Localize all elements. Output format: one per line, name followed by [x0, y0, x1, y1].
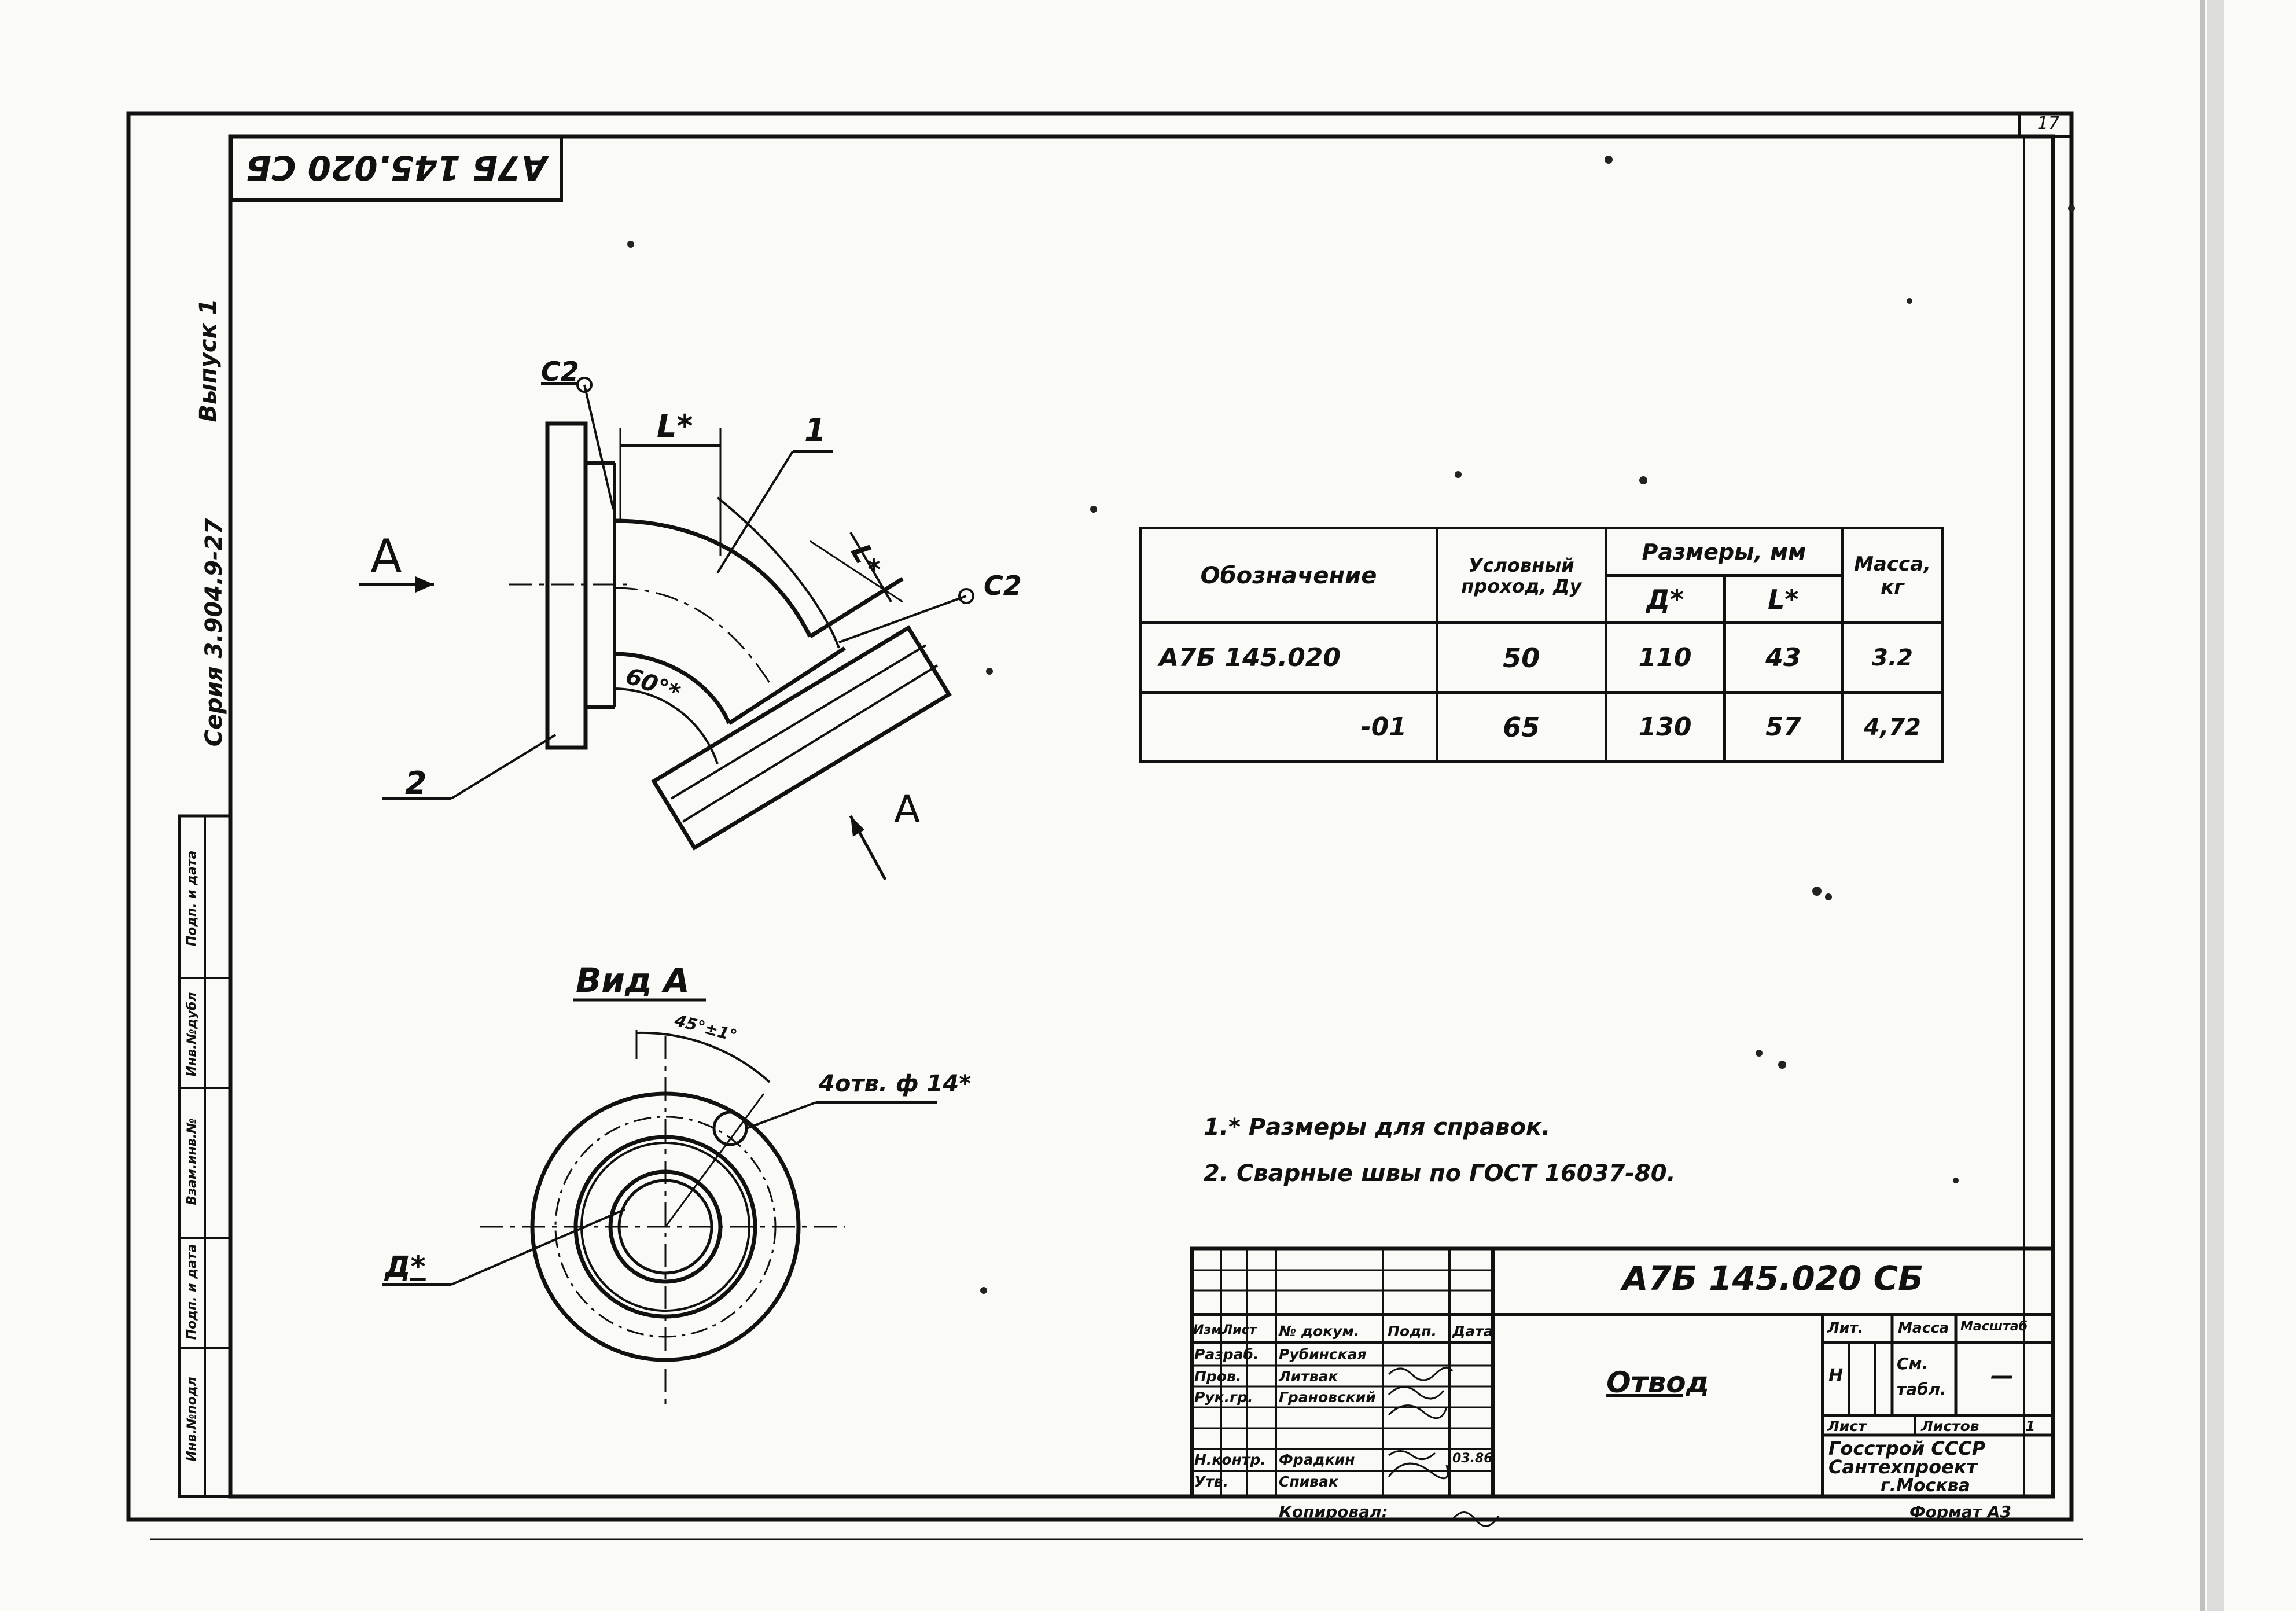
- mass-label: Масса: [1898, 1319, 1949, 1336]
- person-1: Литвак: [1279, 1368, 1338, 1385]
- header-d: Д*: [1604, 574, 1726, 624]
- weld-c2-right: С2: [984, 570, 1022, 601]
- sheet-label: Лист: [1827, 1418, 1867, 1435]
- spec-table: Обозначение Условный проход, Ду Размеры,…: [1139, 527, 1944, 763]
- arrow-a-right-label: А: [894, 787, 921, 832]
- lit-value: Н: [1828, 1366, 1844, 1386]
- col-header-list: Лист: [1222, 1323, 1257, 1337]
- archive-label-2: Взам.инв.№: [185, 1118, 200, 1205]
- lit-label: Лит.: [1827, 1319, 1864, 1336]
- sheet-outer-frame: [126, 111, 2074, 1522]
- header-sizes: Размеры, мм: [1604, 527, 1844, 577]
- header-designation: Обозначение: [1139, 527, 1438, 624]
- right-flange: [651, 625, 952, 851]
- person-4: Фрадкин: [1279, 1451, 1355, 1468]
- title-name: Отвод: [1606, 1366, 1709, 1399]
- title-block-frame: [1190, 1246, 2055, 1499]
- part-2-label: 2: [405, 765, 427, 801]
- holes-label: 4отв. ф 14*: [819, 1071, 972, 1097]
- header-mass: Масса, кг: [1841, 527, 1944, 624]
- sheets-value: 1: [2025, 1418, 2036, 1435]
- org-line-1: Госстрой СССР: [1828, 1437, 1986, 1459]
- dim-l-top: L*: [657, 408, 693, 444]
- dim-d-label: Д*: [385, 1250, 426, 1283]
- angle-arc: [614, 687, 719, 764]
- role-5: Утв.: [1194, 1473, 1229, 1490]
- format-label: Формат А3: [1909, 1502, 2011, 1521]
- copied-label: Копировал:: [1279, 1502, 1388, 1521]
- role-0: Разраб.: [1194, 1346, 1259, 1363]
- sheet-corner-number: 17: [2037, 113, 2060, 134]
- side-series-text: Серия 3.904.9-27: [201, 518, 227, 747]
- role-4: Н.контр.: [1194, 1451, 1266, 1468]
- archive-label-3: Инв.№дубл: [185, 992, 200, 1077]
- table-row: -01 65 130 57 4,72: [1139, 691, 1944, 763]
- note-2: 2. Сварные швы по ГОСТ 16037-80.: [1204, 1160, 1676, 1187]
- person-5: Спивак: [1279, 1473, 1338, 1490]
- scale-label: Масштаб: [1960, 1319, 2028, 1334]
- stamp-code: А7Б 145.020 СБ: [245, 148, 547, 187]
- person-2: Грановский: [1279, 1389, 1376, 1406]
- part-1-label: 1: [804, 412, 826, 448]
- sheets-label: Листов: [1921, 1418, 1979, 1435]
- mass-value: См. табл.: [1897, 1354, 1947, 1399]
- role-1: Пров.: [1194, 1368, 1242, 1385]
- archive-label-0: Инв.№подл: [185, 1377, 200, 1462]
- col-header-doc: № докум.: [1279, 1323, 1360, 1340]
- title-doc-code: А7Б 145.020 СБ: [1622, 1259, 1924, 1298]
- person-0: Рубинская: [1279, 1346, 1367, 1363]
- col-header-izm: Изм.: [1193, 1323, 1227, 1337]
- org-line-3: г.Москва: [1881, 1476, 1970, 1496]
- org-line-2: Сантехпроект: [1828, 1456, 1978, 1478]
- archive-label-4: Подп. и дата: [185, 850, 200, 947]
- scale-value: —: [1990, 1363, 2014, 1389]
- date-value: 03.86: [1452, 1451, 1493, 1466]
- header-nominal: Условный проход, Ду: [1435, 527, 1607, 624]
- archive-label-1: Подп. и дата: [185, 1244, 200, 1340]
- header-l: L*: [1723, 574, 1844, 624]
- col-header-date: Дата: [1452, 1323, 1493, 1340]
- left-flange: [545, 421, 588, 750]
- arrow-a-left-label: А: [370, 529, 402, 583]
- side-issue-text: Выпуск 1: [195, 299, 222, 422]
- role-2: Рук.гр.: [1194, 1389, 1253, 1406]
- corner-number-box: [2018, 112, 2073, 138]
- note-1: 1.* Размеры для справок.: [1204, 1114, 1551, 1141]
- weld-c2-top: С2: [541, 356, 579, 387]
- col-header-sign: Подп.: [1388, 1323, 1437, 1340]
- stamp-box: [230, 135, 563, 202]
- view-a-title: Вид А: [576, 961, 690, 1000]
- table-row: А7Б 145.020 50 110 43 3.2: [1139, 621, 1944, 694]
